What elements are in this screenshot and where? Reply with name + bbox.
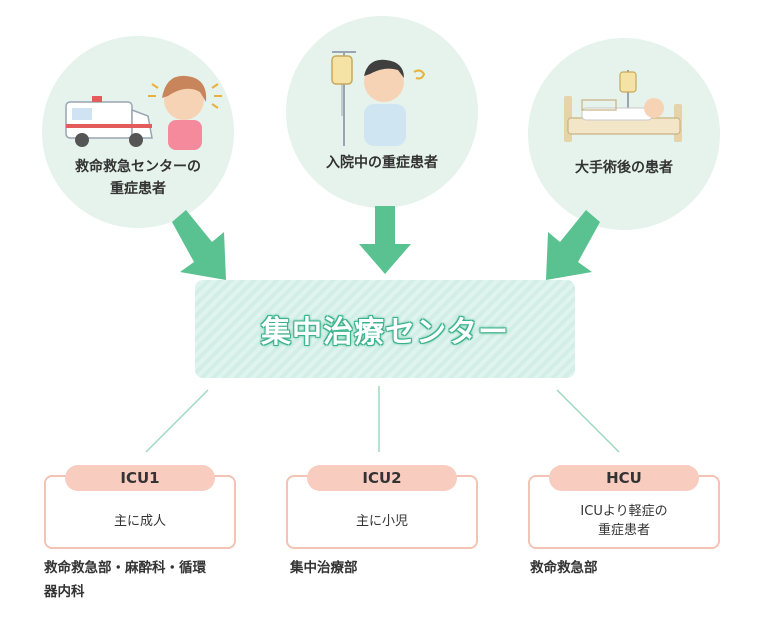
unit-desc: 主に成人	[113, 513, 166, 529]
unit-department: 救命救急部・麻酔科・循環 器内科	[44, 560, 206, 600]
unit-name: ICU2	[307, 465, 457, 491]
center-box: 集中治療センター	[195, 280, 575, 378]
unit-desc: 主に小児	[355, 513, 408, 529]
arrow-down-left-icon	[546, 210, 600, 280]
arrow-down-right-icon	[172, 210, 226, 280]
connector-line-hcu	[556, 389, 620, 453]
unit-department: 救命救急部	[530, 560, 598, 576]
source-circle-emergency: 救命救急センターの 重症患者	[42, 36, 234, 228]
unit-desc: ICUより軽症の 重症患者	[580, 504, 668, 538]
unit-box-icu1: ICU1 主に成人	[44, 465, 236, 549]
source-circle-inpatient: 入院中の重症患者	[286, 16, 478, 208]
source-label: 大手術後の患者	[575, 160, 673, 176]
source-label: 救命救急センターの 重症患者	[75, 159, 201, 197]
patient-in-bed-icon	[564, 70, 682, 142]
unit-name: ICU1	[65, 465, 215, 491]
arrow-down-icon	[359, 206, 411, 274]
unit-name: HCU	[549, 465, 699, 491]
source-label: 入院中の重症患者	[326, 155, 438, 171]
center-title: 集中治療センター	[261, 315, 509, 350]
inpatient-with-iv-drip-icon	[331, 51, 426, 146]
unit-department: 集中治療部	[290, 560, 358, 576]
connector-line-icu1	[145, 389, 209, 453]
source-circle-surgery: 大手術後の患者	[528, 38, 720, 230]
ambulance-and-distressed-woman-icon	[65, 75, 222, 150]
unit-box-hcu: HCU ICUより軽症の 重症患者	[528, 465, 720, 549]
unit-box-icu2: ICU2 主に小児	[286, 465, 478, 549]
